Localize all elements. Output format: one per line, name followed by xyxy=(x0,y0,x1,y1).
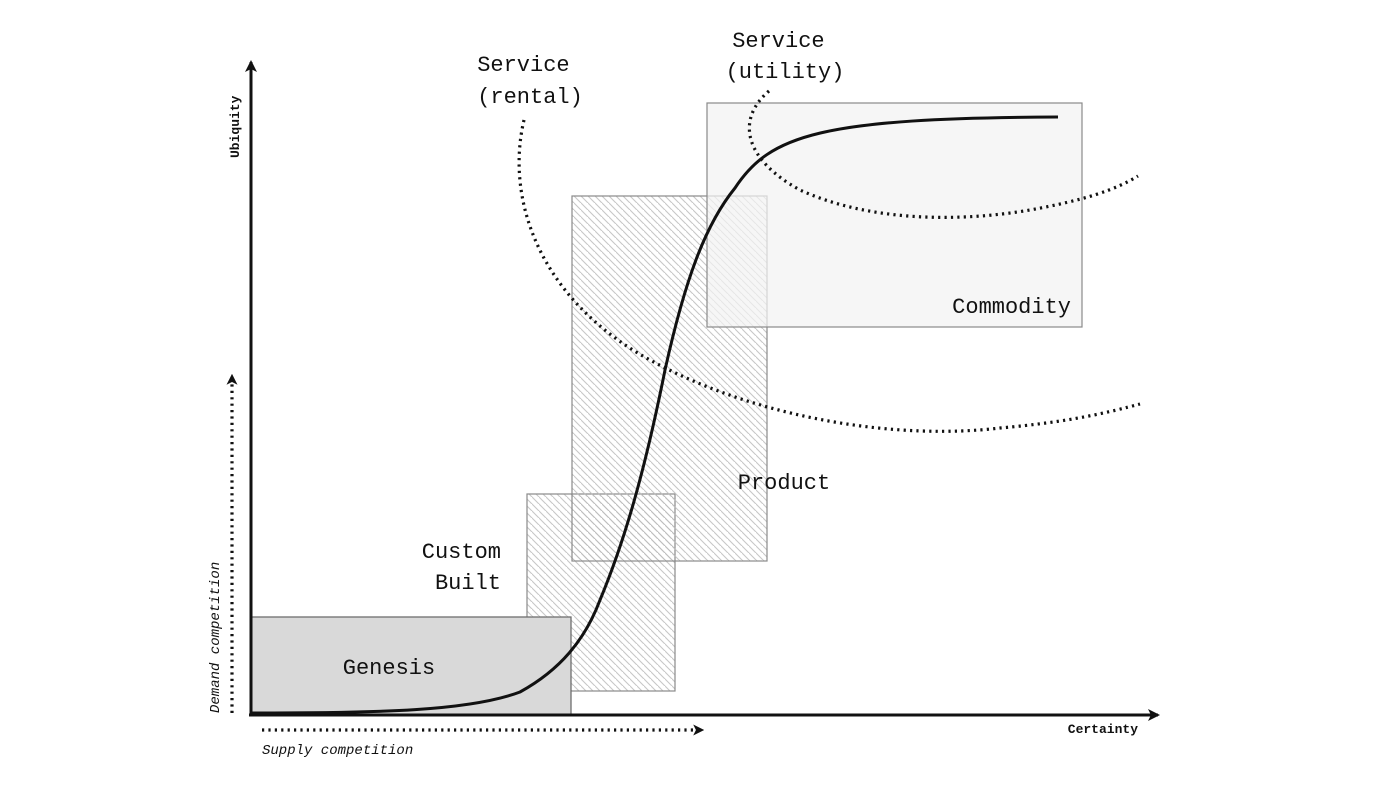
custom-built-line-1: Custom xyxy=(422,540,501,565)
commodity-label: Commodity xyxy=(952,295,1071,320)
genesis-label: Genesis xyxy=(343,656,435,681)
service-rental-label: Service (rental) xyxy=(477,53,583,110)
evolution-curve xyxy=(250,115,1059,715)
x-axis-label: Certainty xyxy=(1068,722,1138,737)
service-utility-label: Service (utility) xyxy=(726,29,845,85)
genesis-box xyxy=(250,616,572,716)
stage-boxes xyxy=(250,102,1083,716)
supply-competition-label: Supply competition xyxy=(262,743,413,759)
labels: Ubiquity Certainty Demand competition Su… xyxy=(208,29,1138,759)
service-rental-line-1: Service xyxy=(477,53,569,78)
y-axis-label: Ubiquity xyxy=(228,95,243,158)
service-utility-line-1: Service xyxy=(732,29,824,54)
demand-competition-label: Demand competition xyxy=(208,562,224,713)
axes xyxy=(226,60,1160,736)
custom-built-line-2: Built xyxy=(435,571,501,596)
service-rental-line-2: (rental) xyxy=(477,85,583,110)
service-utility-line-2: (utility) xyxy=(726,60,845,85)
service-utility-curve xyxy=(747,89,1139,219)
product-label: Product xyxy=(738,471,830,496)
custom-built-label: Custom Built xyxy=(422,540,514,596)
